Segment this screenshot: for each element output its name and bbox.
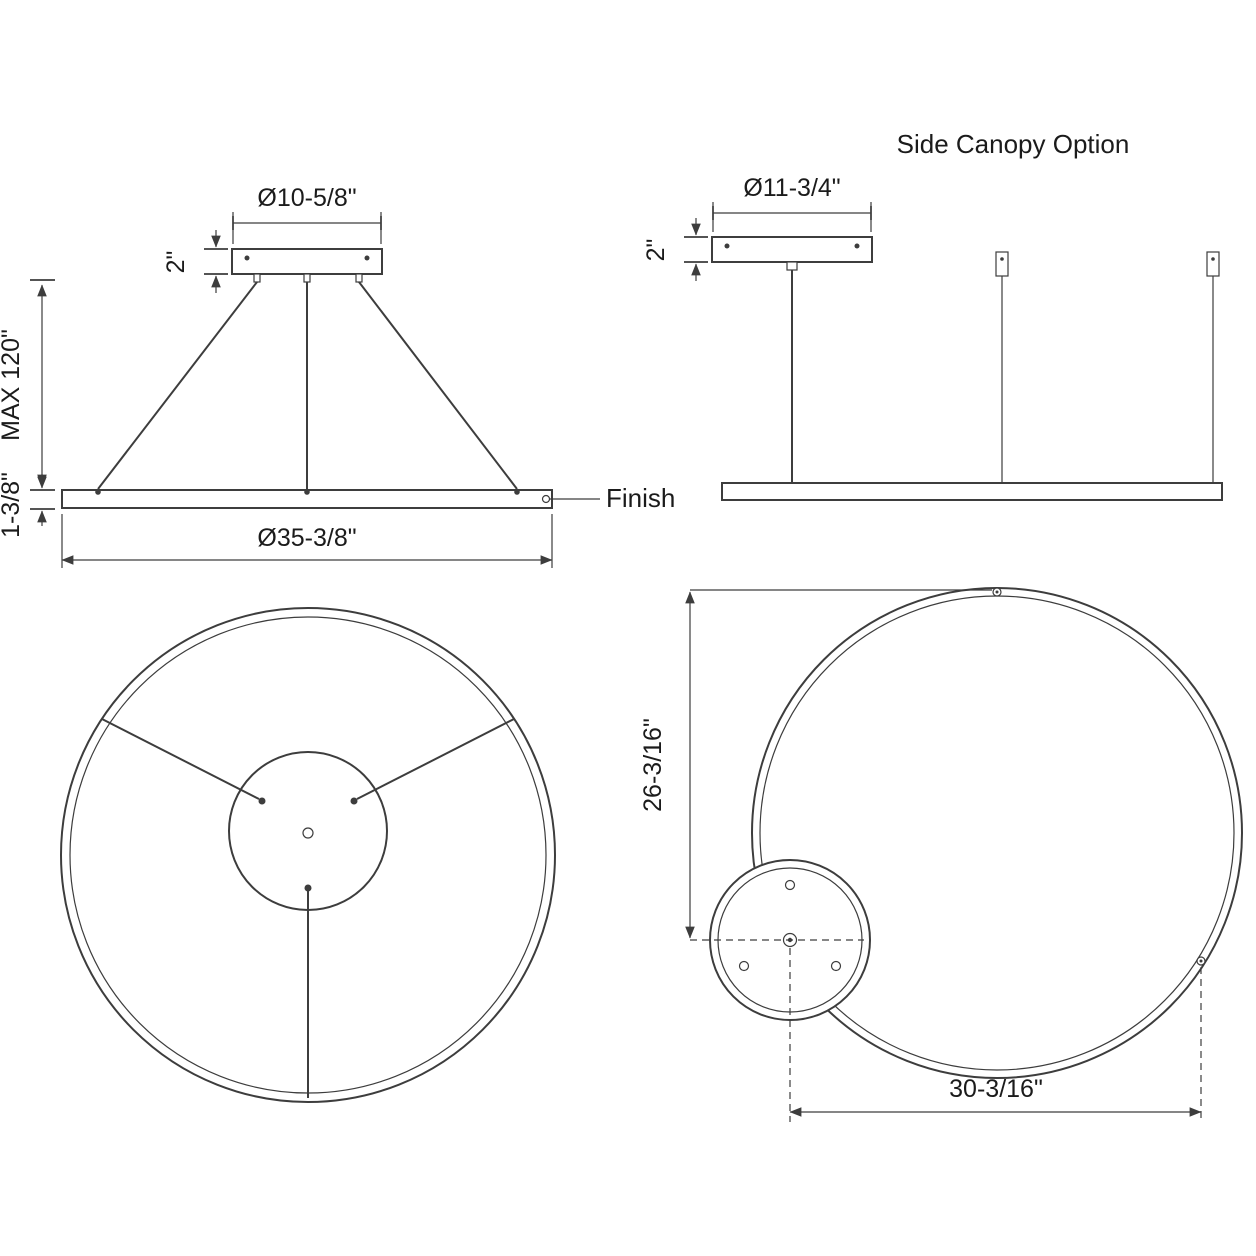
end-ticks (712, 206, 872, 220)
cable-fitting (253, 273, 261, 283)
cable-gripper (1206, 251, 1220, 277)
cable-left (97, 281, 258, 490)
ring-attachment (304, 489, 310, 495)
cable-fitting (355, 273, 363, 283)
cable-anchor (258, 797, 266, 805)
dim-canopy-diameter: Ø10-5/8" (232, 184, 382, 244)
screw-dot (364, 255, 370, 261)
extension-lines (232, 212, 382, 244)
mounting-hole (738, 960, 750, 972)
cable-fitting (303, 273, 311, 283)
suspension-cables (95, 273, 520, 495)
dim-max-drop: MAX 120" (0, 279, 55, 491)
ring-attachment-right (1196, 956, 1206, 966)
cable-gripper (995, 251, 1009, 277)
stem-and-cables (786, 251, 1220, 483)
end-ticks (232, 216, 382, 230)
end-ticks (684, 236, 708, 263)
ring-outer (60, 607, 556, 1103)
canopy-body (711, 236, 873, 263)
dim-side-canopy-diameter: Ø11-3/4" (712, 174, 872, 232)
screw-dot (854, 243, 860, 249)
dim-side-canopy-height: 2" (642, 218, 708, 281)
dim-ring-height: 1-3/8" (0, 472, 55, 538)
canopy-diameter-label: Ø10-5/8" (257, 184, 356, 212)
ring-attachment-top (992, 587, 1002, 597)
ring-attachment (514, 489, 520, 495)
side-canopy-option-view: Side Canopy Option Ø11-3/4" 2" (642, 129, 1223, 501)
end-ticks (30, 279, 55, 491)
mounting-hole (784, 879, 796, 891)
screw-dot (724, 243, 730, 249)
side-canopy-plan-view: 26-3/16" 30-3/16" (639, 587, 1243, 1122)
max-drop-label: MAX 120" (0, 329, 25, 441)
spoke-upper-left (101, 718, 260, 800)
dim-vertical-offset: 26-3/16" (639, 589, 992, 941)
ring-diameter-label: Ø35-3/8" (257, 524, 356, 552)
canopy-side (711, 236, 873, 263)
plan-view (60, 607, 556, 1103)
attachment-dot (1199, 959, 1203, 963)
gripper-dot (1000, 257, 1004, 261)
front-view: Ø10-5/8" 2" MAX 120" (0, 184, 675, 568)
center-target-ring (782, 932, 798, 948)
horizontal-offset-label: 30-3/16" (949, 1075, 1043, 1103)
ring-attachment (95, 489, 101, 495)
finish-callout: Finish (550, 483, 675, 513)
side-canopy-option-title: Side Canopy Option (897, 129, 1130, 159)
side-canopy-diameter-label: Ø11-3/4" (743, 174, 840, 202)
dim-horizontal-offset: 30-3/16" (789, 948, 1202, 1122)
screw-dot (244, 255, 250, 261)
ring-bar (721, 482, 1223, 501)
end-ticks (204, 248, 228, 275)
ring-height-label: 1-3/8" (0, 472, 25, 538)
canopy-front (231, 248, 383, 275)
dim-ring-diameter: Ø35-3/8" (61, 514, 553, 568)
spoke-upper-right (356, 718, 515, 800)
center-hole (302, 827, 314, 839)
gripper-dot (1211, 257, 1215, 261)
extension-lines (712, 202, 872, 232)
finish-indicator-dot (541, 494, 551, 504)
mounting-hole (830, 960, 842, 972)
cable-anchor (350, 797, 358, 805)
finish-label: Finish (606, 483, 675, 513)
cable-anchor (304, 884, 312, 892)
dim-canopy-height: 2" (162, 230, 228, 293)
side-canopy-height-label: 2" (642, 239, 670, 262)
stem-collar (786, 261, 798, 271)
canopy-height-label: 2" (162, 251, 190, 274)
cable-right (358, 281, 518, 490)
vertical-offset-label: 26-3/16" (639, 718, 667, 812)
attachment-dot (995, 590, 999, 594)
canopy-body (231, 248, 383, 275)
